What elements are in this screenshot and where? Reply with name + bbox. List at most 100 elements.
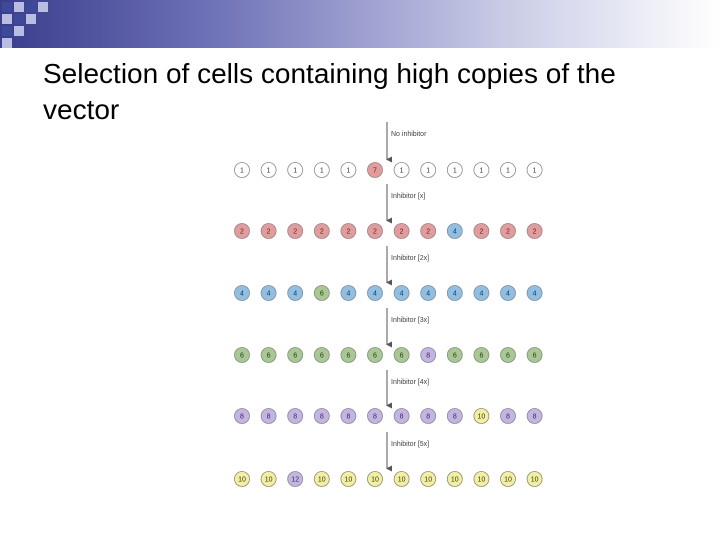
cell-copy-number: 2: [506, 229, 510, 236]
cell-circle: [340, 408, 357, 424]
cell-copy-number: 1: [320, 168, 324, 175]
cell-copy-number: 7: [373, 168, 377, 175]
cell-circle: [260, 471, 277, 487]
step-label: No inhibitor: [391, 131, 427, 138]
decor-square: [2, 2, 12, 12]
cell-circle: [446, 223, 463, 239]
cell-copy-number: 10: [265, 477, 273, 484]
cell-copy-number: 10: [478, 477, 486, 484]
cell-circle: [526, 471, 543, 487]
cell-copy-number: 4: [533, 291, 537, 298]
cell-circle: [340, 285, 357, 301]
cell-copy-number: 4: [506, 291, 510, 298]
cell-copy-number: 2: [400, 229, 404, 236]
cell-copy-number: 8: [293, 414, 297, 421]
cell-circle: [287, 223, 304, 239]
cell-copy-number: 10: [478, 414, 486, 421]
cell-copy-number: 2: [533, 229, 537, 236]
cell-copy-number: 2: [426, 229, 430, 236]
cell-circle: [340, 347, 357, 363]
cell-copy-number: 8: [400, 414, 404, 421]
cell-circle: [367, 408, 383, 424]
cell-copy-number: 2: [240, 229, 244, 236]
cell-copy-number: 10: [398, 477, 406, 484]
cell-circle: [473, 162, 490, 178]
cell-circle: [393, 471, 410, 487]
cell-circle: [446, 408, 463, 424]
cell-circle: [367, 285, 383, 301]
cell-circle: [260, 223, 277, 239]
cell-copy-number: 6: [533, 353, 537, 360]
cell-circle: [446, 162, 463, 178]
cell-circle: [340, 471, 357, 487]
step-label: Inhibitor [3x]: [391, 317, 429, 324]
cell-copy-number: 10: [424, 477, 432, 484]
decor-square: [38, 2, 48, 12]
cell-copy-number: 10: [451, 477, 459, 484]
cell-copy-number: 6: [506, 353, 510, 360]
cell-circle: [340, 162, 357, 178]
cell-copy-number: 6: [346, 353, 350, 360]
cell-copy-number: 4: [453, 291, 457, 298]
cell-circle: [446, 285, 463, 301]
cell-copy-number: 2: [479, 229, 483, 236]
cell-circle: [234, 408, 250, 424]
cell-circle: [367, 471, 383, 487]
cell-circle: [260, 347, 277, 363]
cell-circle: [526, 162, 543, 178]
cell-circle: [287, 285, 304, 301]
cell-copy-number: 4: [479, 291, 483, 298]
cell-circle: [420, 408, 437, 424]
cell-circle: [313, 223, 330, 239]
cell-copy-number: 1: [479, 168, 483, 175]
cell-copy-number: 4: [426, 291, 430, 298]
cell-copy-number: 4: [373, 291, 377, 298]
decor-square: [14, 14, 24, 24]
cell-copy-number: 10: [531, 477, 539, 484]
cell-circle: [420, 162, 437, 178]
cell-circle: [313, 471, 330, 487]
decor-square: [2, 14, 12, 24]
cell-circle: [393, 162, 410, 178]
cell-copy-number: 4: [453, 229, 457, 236]
cell-copy-number: 1: [346, 168, 350, 175]
cell-circle: [420, 285, 437, 301]
cell-circle: [287, 471, 304, 487]
cell-circle: [234, 285, 250, 301]
cell-copy-number: 2: [320, 229, 324, 236]
cell-copy-number: 12: [291, 477, 299, 484]
cell-circle: [526, 347, 543, 363]
cell-copy-number: 1: [453, 168, 457, 175]
decor-square: [2, 38, 12, 48]
cell-circle: [367, 162, 383, 178]
cell-copy-number: 1: [293, 168, 297, 175]
cell-copy-number: 1: [506, 168, 510, 175]
cell-circle: [393, 285, 410, 301]
cell-circle: [526, 408, 543, 424]
cell-copy-number: 10: [238, 477, 246, 484]
cell-circle: [420, 347, 437, 363]
cell-copy-number: 6: [400, 353, 404, 360]
cell-copy-number: 1: [400, 168, 404, 175]
cell-copy-number: 4: [240, 291, 244, 298]
cell-circle: [393, 408, 410, 424]
cell-circle: [313, 408, 330, 424]
cell-circle: [367, 347, 383, 363]
cell-copy-number: 6: [293, 353, 297, 360]
cell-circle: [473, 347, 490, 363]
cell-circle: [313, 347, 330, 363]
cell-circle: [473, 285, 490, 301]
cell-copy-number: 8: [320, 414, 324, 421]
decorative-squares: [0, 0, 60, 48]
cell-circle: [340, 223, 357, 239]
cell-copy-number: 2: [293, 229, 297, 236]
cell-copy-number: 8: [426, 353, 430, 360]
step-label: Inhibitor [5x]: [391, 441, 429, 448]
cell-copy-number: 8: [533, 414, 537, 421]
cell-circle: [313, 285, 330, 301]
decor-square: [26, 14, 36, 24]
